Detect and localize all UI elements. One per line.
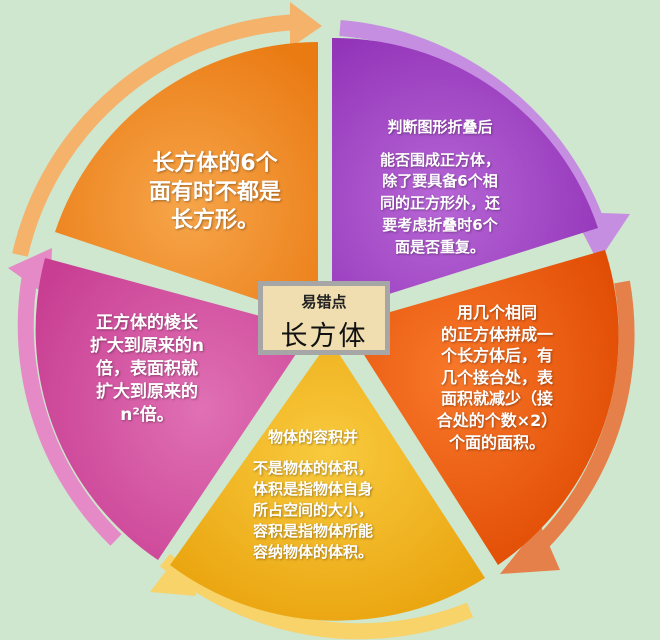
segment-yellow — [170, 340, 485, 621]
segment-purple-heading: 判断图形折叠后 — [387, 118, 493, 136]
segment-yellow-text: 物体的容积并 不是物体的体积， 体积是指物体自身 所占空间的大小， 容积是指物体… — [218, 428, 408, 563]
segment-purple-text: 判断图形折叠后 能否围成正方体， 除了要具备6个相 同的正方形外，还 要考虑折叠… — [340, 118, 540, 258]
pink-arrow — [17, 273, 122, 546]
segment-yellow-heading: 物体的容积并 — [267, 428, 358, 446]
segment-pink-text: 正方体的棱长 扩大到原来的n 倍，表面积就 扩大到原来的 n²倍。 — [89, 313, 205, 425]
yellow-arrow — [159, 553, 473, 640]
red-arrowhead — [500, 524, 560, 574]
orange-arrowhead — [290, 2, 322, 48]
segment-purple — [332, 37, 598, 313]
segment-red-text: 用几个相同 的正方体拼成一 个长方体后，有 几个接合处，表 面积就减少（接 合处… — [436, 303, 558, 452]
center-title: 长方体 — [280, 321, 368, 352]
segment-purple-body: 能否围成正方体， 除了要具备6个相 同的正方形外，还 要考虑折叠时6个 面是否重… — [379, 150, 500, 256]
segment-red — [345, 250, 619, 565]
segment-orange-text: 长方体的6个 面有时不都是 长方形。 — [148, 151, 281, 234]
segment-yellow-body: 不是物体的体积， 体积是指物体自身 所占空间的大小， 容积是指物体所能 容纳物体… — [252, 458, 373, 561]
red-arrow — [534, 280, 635, 551]
purple-arrow — [339, 20, 608, 235]
segment-pink — [35, 258, 313, 560]
center-box: 易错点 长方体 — [258, 281, 390, 355]
segment-orange — [55, 42, 318, 320]
center-label: 易错点 — [301, 293, 347, 311]
orange-arrow — [12, 14, 299, 257]
